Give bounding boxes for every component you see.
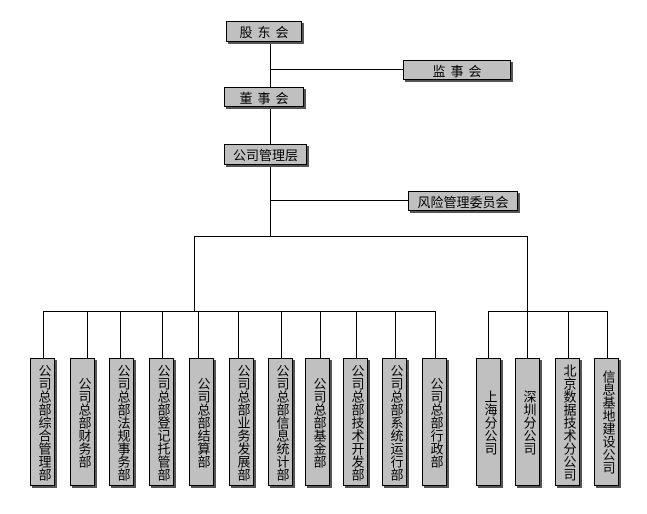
node-label: 监事会 [432, 64, 487, 80]
node-board-of-supervisors: 监事会 [403, 60, 511, 80]
node-label: 董事会 [239, 91, 294, 107]
branch-information-base-construction: 信息基地建设公司 [594, 358, 619, 486]
branch-shanghai: 上海分公司 [476, 358, 501, 486]
dept-legal-affairs: 公司总部法规事务部 [109, 358, 134, 486]
dept-system-operations: 公司总部系统运行部 [382, 358, 407, 486]
node-label: 公司管理层 [232, 149, 298, 164]
dept-technology-development: 公司总部技术开发部 [343, 358, 368, 486]
dept-administration: 公司总部行政部 [422, 358, 447, 486]
dept-business-development: 公司总部业务发展部 [229, 358, 254, 486]
dept-fund: 公司总部基金部 [305, 358, 330, 486]
node-company-management: 公司管理层 [224, 144, 307, 165]
dept-settlement: 公司总部结算部 [189, 358, 214, 486]
dept-general-management: 公司总部综合管理部 [30, 358, 55, 486]
dept-registration-custody: 公司总部登记托管部 [149, 358, 174, 486]
node-board-of-directors: 董事会 [224, 87, 304, 107]
branch-beijing-data-technology: 北京数据技术分公司 [555, 358, 580, 486]
node-risk-management-committee: 风险管理委员会 [408, 191, 518, 211]
node-shareholders-meeting: 股东会 [226, 21, 302, 42]
branch-shenzhen: 深圳分公司 [515, 358, 540, 486]
node-label: 股东会 [239, 26, 294, 41]
node-label: 风险管理委员会 [417, 195, 509, 211]
dept-information-statistics: 公司总部信息统计部 [268, 358, 293, 486]
dept-finance: 公司总部财务部 [70, 358, 95, 486]
